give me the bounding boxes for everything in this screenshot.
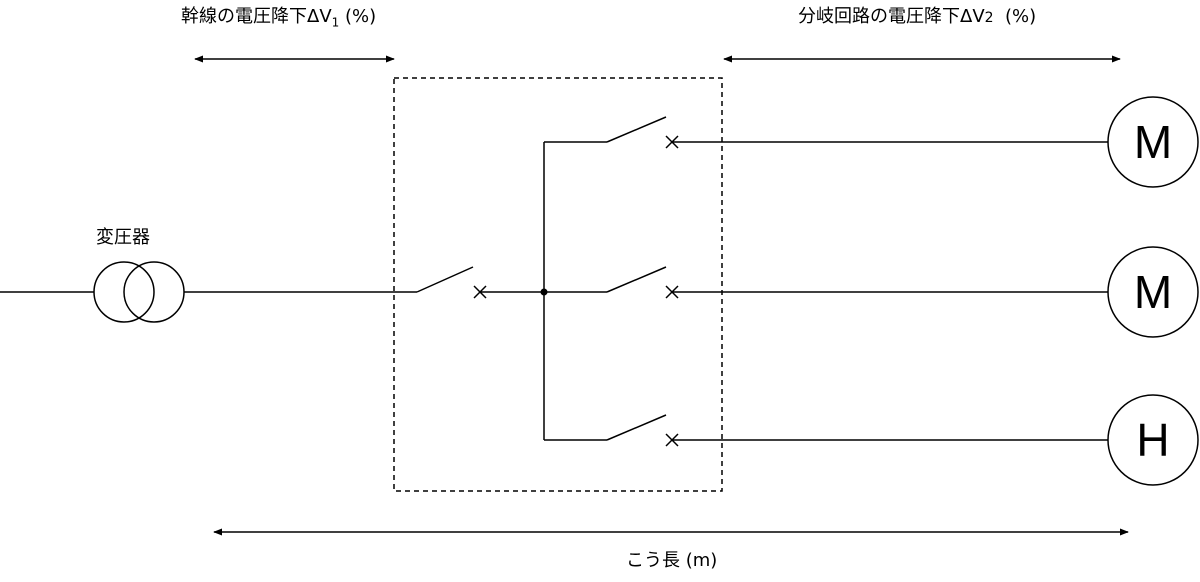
transformer-icon bbox=[93, 261, 185, 323]
branch-drop-label: 分岐回路の電圧降下ΔV2 (%) bbox=[798, 8, 1036, 26]
trunk-drop-subscript: 1 bbox=[331, 15, 340, 30]
branch-drop-subscript: 2 bbox=[984, 10, 994, 26]
distribution-panel bbox=[393, 77, 723, 492]
branch-breaker-3-icon bbox=[544, 414, 679, 447]
branch-breaker-2-icon bbox=[544, 266, 679, 299]
heater-circle bbox=[1107, 394, 1199, 486]
main-breaker-icon bbox=[416, 266, 544, 299]
motor-2-circle bbox=[1107, 246, 1199, 338]
motor-2-label: M bbox=[1133, 266, 1173, 318]
motor-1-circle bbox=[1107, 96, 1199, 188]
branch-drop-text: 分岐回路の電圧降下ΔV bbox=[798, 6, 985, 27]
trunk-drop-unit: (%) bbox=[339, 6, 377, 27]
transformer-label: 変圧器 bbox=[96, 227, 150, 248]
trunk-drop-text: 幹線の電圧降下ΔV bbox=[181, 6, 332, 27]
trunk-drop-label: 幹線の電圧降下ΔV1 (%) bbox=[181, 8, 376, 29]
branch-drop-unit: (%) bbox=[993, 6, 1037, 27]
motor-1-label: M bbox=[1133, 116, 1173, 168]
heater-label: H bbox=[1136, 414, 1170, 466]
branch-breaker-1-icon bbox=[544, 116, 679, 149]
length-label: こう長 (m) bbox=[626, 550, 718, 571]
